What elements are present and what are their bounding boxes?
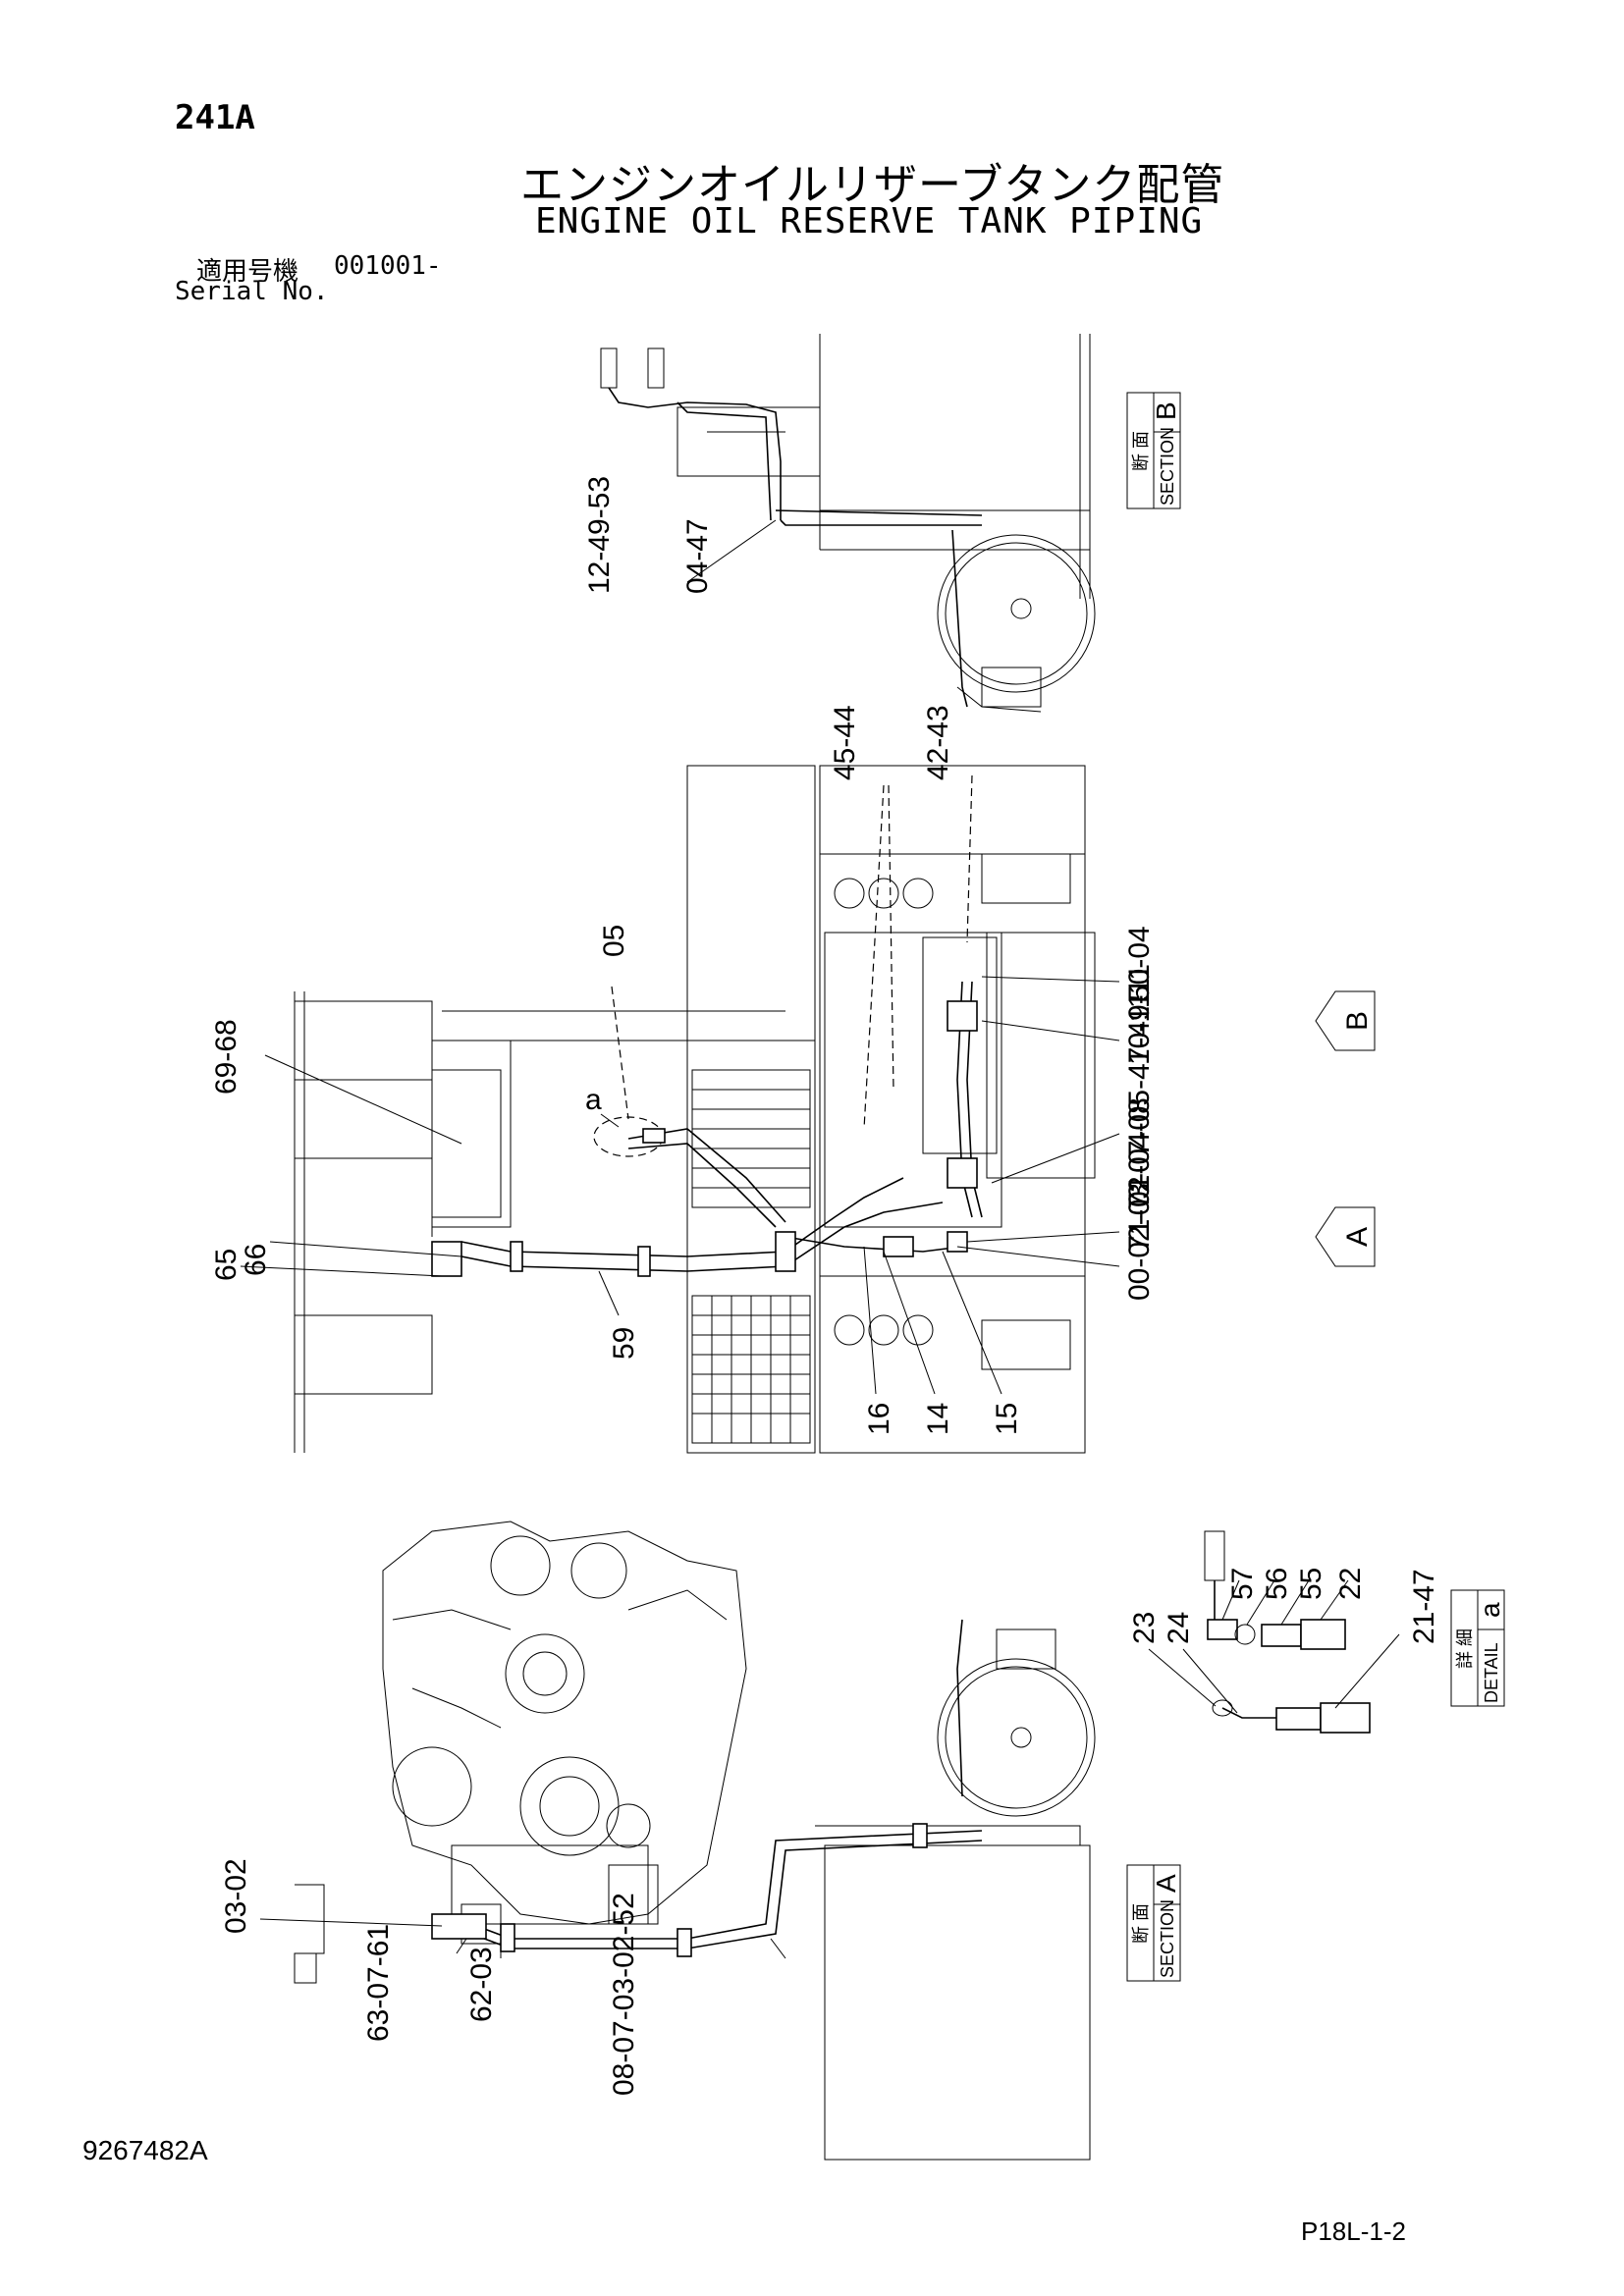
title-english: ENGINE OIL RESERVE TANK PIPING	[535, 201, 1204, 241]
callout-24: 24	[1163, 1612, 1195, 1644]
callout-69-68: 69-68	[210, 1019, 243, 1095]
callout-08-07-03-02-52: 08-07-03-02-52	[608, 1893, 640, 2096]
detail-a-view	[1204, 1530, 1371, 1734]
section-a-view	[294, 1521, 1096, 2161]
callout-65: 65	[210, 1249, 243, 1281]
plan-view	[294, 765, 1096, 1454]
section-a-letter: A	[1151, 1874, 1181, 1893]
callout-15: 15	[991, 1403, 1023, 1435]
callout-23: 23	[1128, 1612, 1161, 1644]
section-b-view	[600, 334, 1096, 713]
detail-a-en: DETAIL	[1482, 1642, 1501, 1703]
callout-66: 66	[240, 1244, 272, 1276]
callout-12-49-53: 12-49-53	[583, 476, 616, 594]
detail-a-callouts: 57 56 55 22 23 24 21-47	[1128, 1568, 1440, 1714]
callout-21-47: 21-47	[1408, 1569, 1440, 1644]
detail-a-marker: a	[585, 1084, 602, 1116]
detail-a-label: 詳 細 DETAIL a	[1450, 1589, 1505, 1707]
callout-57: 57	[1226, 1568, 1259, 1600]
callout-45-44: 45-44	[829, 705, 861, 780]
callout-50-04: 50-04	[1123, 926, 1156, 1001]
callout-14: 14	[922, 1403, 954, 1435]
serial-label-english: Serial No.	[175, 277, 329, 306]
view-markers: B A	[1315, 990, 1376, 1267]
callout-42-43: 42-43	[922, 705, 954, 780]
section-a-label: 断 面 SECTION A	[1126, 1864, 1181, 1982]
section-b-en: SECTION	[1158, 427, 1177, 506]
title-japanese: エンジンオイルリザーブタンク配管	[520, 160, 1225, 210]
page-code: 241A	[175, 98, 255, 137]
section-b-letter: B	[1151, 401, 1181, 420]
section-b-callouts: 12-49-53 04-47	[583, 476, 777, 594]
section-b-jp: 断 面	[1131, 431, 1151, 471]
section-b-label: 断 面 SECTION B	[1126, 392, 1181, 509]
callout-01-04-05-47-49-11: 01-04-05-47-49-11	[1123, 964, 1156, 1207]
callout-62-03: 62-03	[465, 1947, 498, 2022]
callout-63-07-61: 63-07-61	[362, 1924, 395, 2042]
section-a-jp: 断 面	[1131, 1903, 1151, 1944]
callout-05: 05	[598, 925, 630, 957]
callout-59: 59	[608, 1327, 640, 1360]
serial-label-japanese: 適用号機	[196, 257, 299, 287]
serial-value: 001001-	[334, 251, 442, 281]
callout-22: 22	[1334, 1568, 1367, 1600]
section-a-en: SECTION	[1158, 1899, 1177, 1978]
plan-view-callouts: 45-44 42-43 05 50-04 10-11 01-04-05-47-4…	[210, 705, 1156, 1435]
callout-16: 16	[863, 1403, 895, 1435]
document-number: 9267482A	[82, 2135, 208, 2165]
marker-a-letter: A	[1341, 1227, 1374, 1247]
section-a-callouts: 03-02 63-07-61 62-03 08-07-03-02-52	[220, 1858, 786, 2096]
callout-71-72: 71-72	[1123, 1176, 1156, 1252]
detail-a-jp: 詳 細	[1455, 1629, 1475, 1669]
callout-00-02-03-07-08: 00-02-03-07-08	[1123, 1097, 1156, 1301]
page-reference: P18L-1-2	[1301, 2216, 1406, 2246]
callout-10-11: 10-11	[1123, 991, 1156, 1065]
detail-a-letter: a	[1475, 1602, 1505, 1618]
callout-03-02: 03-02	[220, 1858, 252, 1934]
marker-b-letter: B	[1341, 1011, 1374, 1031]
callout-04-47: 04-47	[681, 518, 714, 594]
